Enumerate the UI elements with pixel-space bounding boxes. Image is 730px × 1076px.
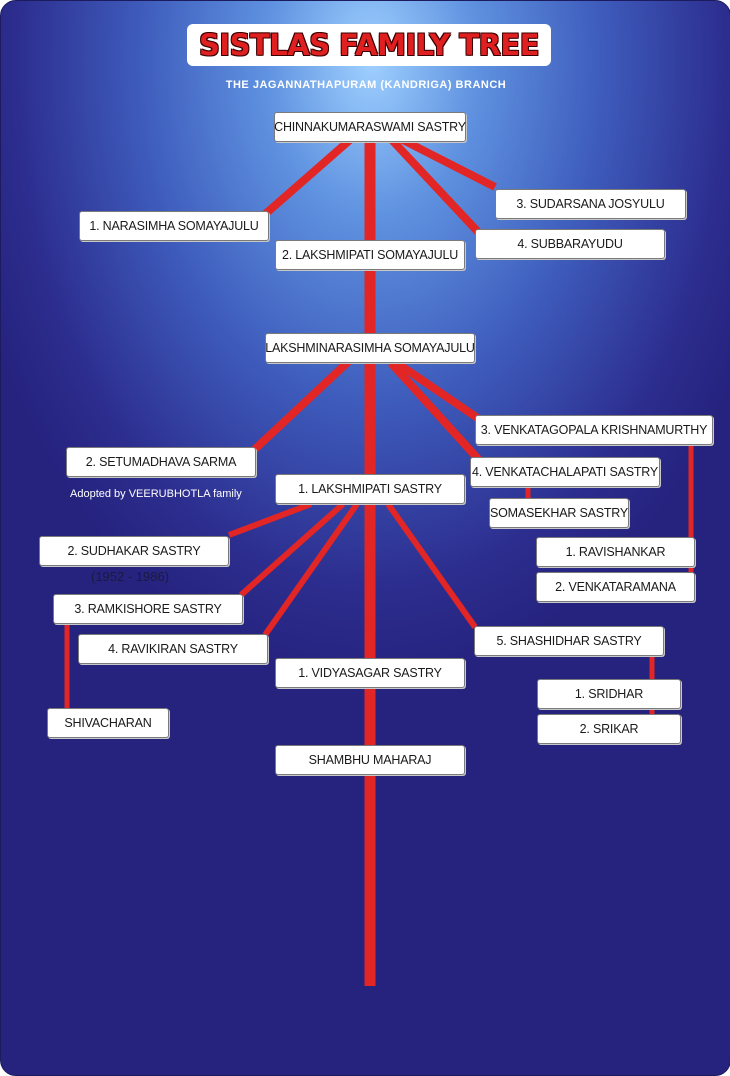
person-lakshmipati-somayajulu: 2. LAKSHMIPATI SOMAYAJULU xyxy=(275,240,465,270)
connector-line xyxy=(385,502,478,629)
person-sudarsana: 3. SUDARSANA JOSYULU xyxy=(495,189,686,219)
person-shashidhar: 5. SHASHIDHAR SASTRY xyxy=(474,626,664,656)
person-sudhakar: 2. SUDHAKAR SASTRY xyxy=(39,536,229,566)
connector-line xyxy=(388,360,482,463)
connector-line xyxy=(388,136,482,236)
connector-line xyxy=(251,358,352,453)
page-title: SISTLAS FAMILY TREE xyxy=(198,28,540,62)
connector-line xyxy=(260,135,354,220)
connector-line xyxy=(262,502,360,637)
person-venkataramana: 2. VENKATARAMANA xyxy=(536,572,695,602)
person-ravikiran: 4. RAVIKIRAN SASTRY xyxy=(78,634,268,664)
page-subtitle: THE JAGANNATHAPURAM (KANDRIGA) BRANCH xyxy=(225,79,507,91)
person-shivacharan: SHIVACHARAN xyxy=(47,708,169,738)
person-srikar: 2. SRIKAR xyxy=(537,714,681,744)
person-venkatachalapati: 4. VENKATACHALAPATI SASTRY xyxy=(470,457,660,487)
person-subbarayudu: 4. SUBBARAYUDU xyxy=(475,229,665,259)
person-venkatagopala: 3. VENKATAGOPALA KRISHNAMURTHY xyxy=(475,415,713,445)
person-sridhar: 1. SRIDHAR xyxy=(537,679,681,709)
person-setumadhava: 2. SETUMADHAVA SARMA xyxy=(66,447,256,477)
person-somasekhar: SOMASEKHAR SASTRY xyxy=(489,498,629,528)
person-chinnakumaraswami: CHINNAKUMARASWAMI SASTRY xyxy=(274,112,466,142)
person-vidyasagar: 1. VIDYASAGAR SASTRY xyxy=(275,658,465,688)
connector-line xyxy=(399,135,497,191)
person-narasimha: 1. NARASIMHA SOMAYAJULU xyxy=(79,211,269,241)
person-shambhu: SHAMBHU MAHARAJ xyxy=(275,745,465,775)
connector-line xyxy=(239,501,345,598)
connector-line xyxy=(227,501,313,538)
title-banner: SISTLAS FAMILY TREE xyxy=(187,24,551,66)
person-ravishankar: 1. RAVISHANKAR xyxy=(536,537,695,567)
adoption-note: Adopted by VEERUBHOTLA family xyxy=(70,488,242,500)
person-lakshminarasimha: LAKSHMINARASIMHA SOMAYAJULU xyxy=(265,333,475,363)
person-lakshmipati-sastry: 1. LAKSHMIPATI SASTRY xyxy=(275,474,465,504)
person-ramkishore: 3. RAMKISHORE SASTRY xyxy=(53,594,243,624)
connector-line xyxy=(391,357,482,423)
sudhakar-years: (1952 - 1986) xyxy=(91,569,170,584)
